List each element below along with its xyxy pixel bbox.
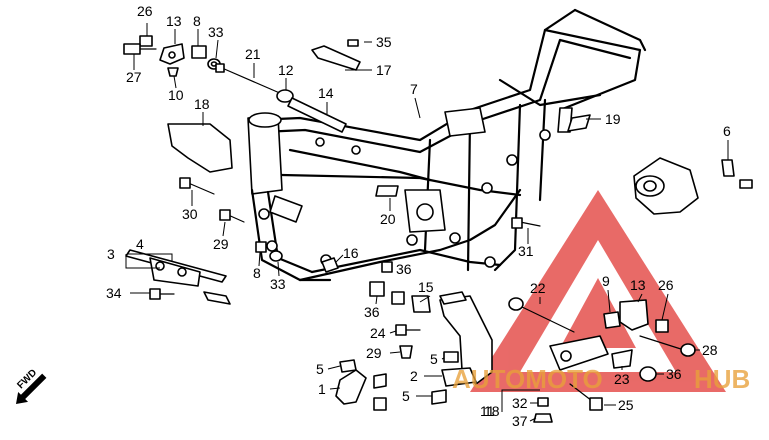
main-frame (247, 8, 647, 282)
callout-24: 24 (370, 325, 386, 341)
callout-37: 37 (512, 413, 528, 429)
callout-27: 27 (126, 69, 142, 85)
callout-19: 19 (605, 111, 621, 127)
callout-5-a: 5 (316, 361, 324, 377)
callout-5-b: 5 (430, 351, 438, 367)
callout-34: 34 (106, 285, 122, 301)
callout-11: 11 (480, 403, 495, 419)
callout-36-a: 36 (396, 261, 412, 277)
callout-25: 25 (618, 397, 634, 413)
callout-29-a: 29 (213, 236, 229, 252)
callout-13-b: 13 (630, 277, 646, 293)
callout-8-a: 8 (193, 13, 201, 29)
callout-18-b: 18 (484, 403, 500, 419)
callout-33-a: 33 (208, 24, 224, 40)
callout-35: 35 (376, 34, 392, 50)
callout-4: 4 (136, 236, 144, 252)
callout-31: 31 (518, 243, 534, 259)
callout-12: 12 (278, 62, 294, 78)
callout-32: 32 (512, 395, 528, 411)
watermark-text: AUTOMOTO HUB (452, 364, 750, 394)
callout-36-b: 36 (364, 304, 380, 320)
small-parts (123, 35, 753, 423)
callout-2: 2 (410, 368, 418, 384)
forward-arrow: FWD (15, 367, 47, 404)
watermark-logo (470, 190, 726, 392)
callout-29-b: 29 (366, 345, 382, 361)
callout-9: 9 (602, 273, 610, 289)
callout-13-a: 13 (166, 13, 182, 29)
callout-5-c: 5 (402, 388, 410, 404)
callout-28: 28 (702, 342, 718, 358)
callout-33-b: 33 (270, 276, 286, 292)
watermark-text-a: AUTOMOTO (452, 364, 603, 394)
callout-6: 6 (723, 123, 731, 139)
callout-22: 22 (530, 280, 546, 296)
callout-8-b: 8 (253, 265, 261, 281)
callout-20: 20 (380, 211, 396, 227)
callout-36-c: 36 (666, 366, 682, 382)
callout-30: 30 (182, 206, 198, 222)
callout-17: 17 (376, 62, 392, 78)
callout-1: 1 (318, 381, 326, 397)
callout-26-b: 26 (658, 277, 674, 293)
callout-18-a: 18 (194, 96, 210, 112)
callout-7: 7 (410, 81, 418, 97)
callout-23: 23 (614, 371, 630, 387)
callout-21: 21 (245, 46, 261, 62)
callout-15: 15 (418, 279, 434, 295)
callout-26-a: 26 (137, 3, 153, 19)
callout-10: 10 (168, 87, 184, 103)
leader-lines (125, 23, 729, 422)
callout-14: 14 (318, 85, 334, 101)
callout-16: 16 (343, 245, 359, 261)
callout-3: 3 (107, 246, 115, 262)
callout-labels: 26 13 8 33 27 10 21 12 35 17 7 14 18 19 … (106, 3, 731, 429)
watermark-text-b: HUB (694, 364, 750, 394)
